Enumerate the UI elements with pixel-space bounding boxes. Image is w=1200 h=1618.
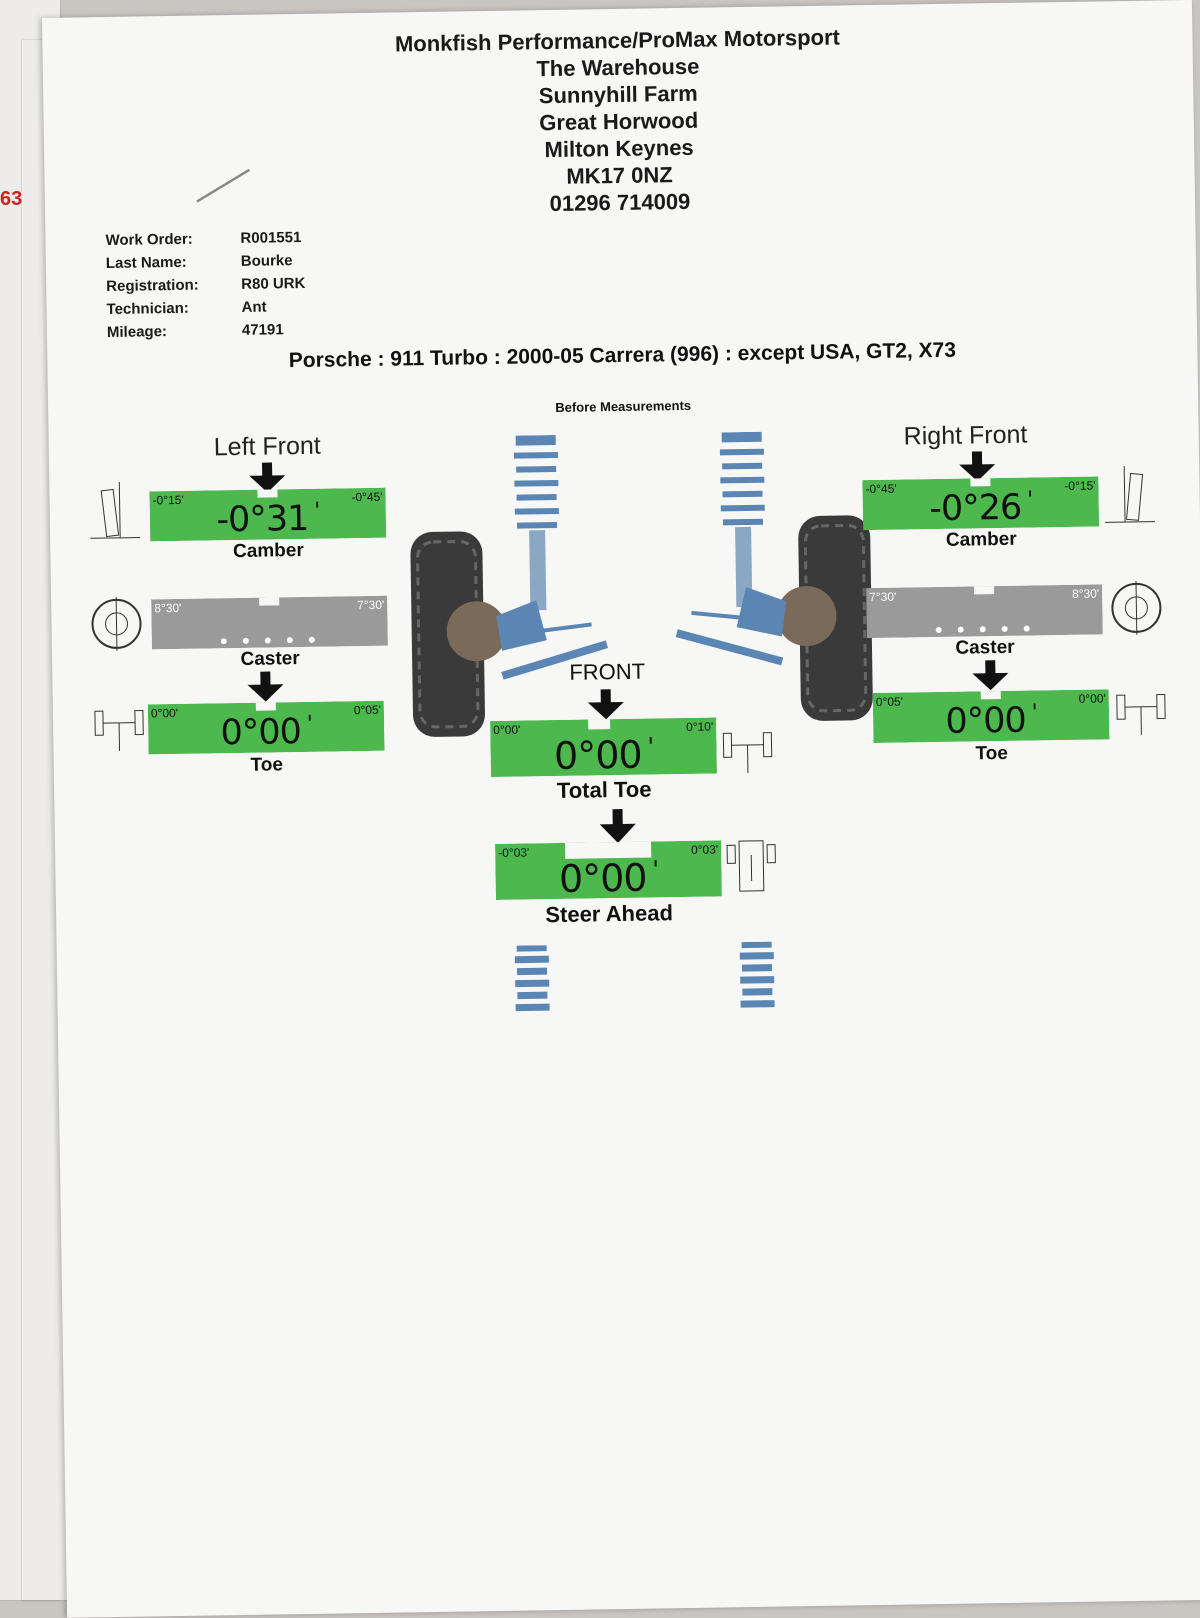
section-title: Before Measurements xyxy=(48,390,1198,423)
gauge-label: Caster xyxy=(867,635,1103,661)
toe-axle-icon xyxy=(93,696,146,753)
range-min: 7°30' xyxy=(869,590,896,604)
front-label: FRONT xyxy=(569,659,645,686)
reading-value: 0°00' xyxy=(490,731,717,779)
gauge-label: Caster xyxy=(152,647,388,673)
gauge-label: Toe xyxy=(149,753,385,779)
info-row: Work Order:R001551 xyxy=(105,229,305,255)
reading-value: 0°00' xyxy=(495,854,722,902)
gauge-label: Steer Ahead xyxy=(491,899,727,929)
job-info: Work Order:R001551 Last Name:Bourke Regi… xyxy=(105,229,306,347)
right-caster-gauge: 7°30' 8°30' xyxy=(866,584,1103,638)
camber-wheel-icon xyxy=(89,482,140,543)
steer-ahead-car-icon xyxy=(725,835,778,896)
reading-value: -0°26' xyxy=(863,486,1100,530)
arrow-down-icon xyxy=(249,462,285,493)
front-suspension-illustration xyxy=(404,430,879,747)
info-value: Ant xyxy=(241,299,266,322)
gauge-label: Total Toe xyxy=(486,775,722,805)
info-value: R001551 xyxy=(240,229,301,253)
total-toe-axle-icon xyxy=(721,719,774,776)
caster-wheel-icon xyxy=(89,596,144,651)
info-label: Registration: xyxy=(106,276,241,301)
reading-value: 0°00' xyxy=(873,699,1110,743)
rear-spring-icon xyxy=(732,941,783,1017)
info-label: Work Order: xyxy=(105,230,240,255)
range-max: 8°30' xyxy=(1072,586,1099,600)
right-toe-gauge: 0°05' 0°00' 0°00' xyxy=(873,689,1110,743)
info-row: Technician:Ant xyxy=(106,298,306,324)
alignment-report-sheet: Monkfish Performance/ProMax Motorsport T… xyxy=(42,0,1200,1618)
steer-ahead-gauge: -0°03' 0°03' 0°00' xyxy=(495,840,722,900)
camber-wheel-icon xyxy=(1104,466,1155,527)
gauge-label: Camber xyxy=(863,527,1099,553)
gauge-label: Camber xyxy=(150,539,386,565)
rear-spring-icon xyxy=(507,945,558,1021)
arrow-down-icon xyxy=(588,689,624,720)
info-value: 47191 xyxy=(242,321,284,345)
reading-value: 0°00' xyxy=(148,711,385,755)
right-camber-gauge: -0°45' -0°15' -0°26' xyxy=(862,476,1099,530)
caster-wheel-icon xyxy=(1109,580,1164,635)
right-front-title: Right Front xyxy=(903,421,1027,452)
left-toe-gauge: 0°00' 0°05' 0°00' xyxy=(148,701,385,755)
info-value: R80 URK xyxy=(241,275,306,299)
staple-mark xyxy=(194,165,255,206)
underlying-sheet-text: 63 xyxy=(0,188,22,211)
toe-axle-icon xyxy=(1115,680,1168,737)
range-min: 8°30' xyxy=(154,601,181,615)
left-camber-gauge: -0°15' -0°45' -0°31' xyxy=(149,488,386,542)
info-row: Registration:R80 URK xyxy=(106,275,306,301)
total-toe-gauge: 0°00' 0°10' 0°00' xyxy=(490,717,717,777)
info-row: Mileage:47191 xyxy=(107,321,307,347)
arrow-down-icon xyxy=(959,451,995,482)
arrow-down-icon xyxy=(972,660,1008,691)
info-label: Mileage: xyxy=(107,322,242,347)
info-value: Bourke xyxy=(241,252,293,276)
arrow-down-icon xyxy=(247,671,283,702)
left-caster-gauge: 8°30' 7°30' xyxy=(151,596,388,650)
info-label: Technician: xyxy=(106,299,241,324)
info-row: Last Name:Bourke xyxy=(106,252,306,278)
left-front-title: Left Front xyxy=(214,432,321,463)
gauge-label: Toe xyxy=(874,741,1110,767)
arrow-down-icon xyxy=(599,809,636,844)
range-max: 7°30' xyxy=(357,598,384,612)
info-label: Last Name: xyxy=(106,253,241,278)
reading-value: -0°31' xyxy=(150,498,387,542)
